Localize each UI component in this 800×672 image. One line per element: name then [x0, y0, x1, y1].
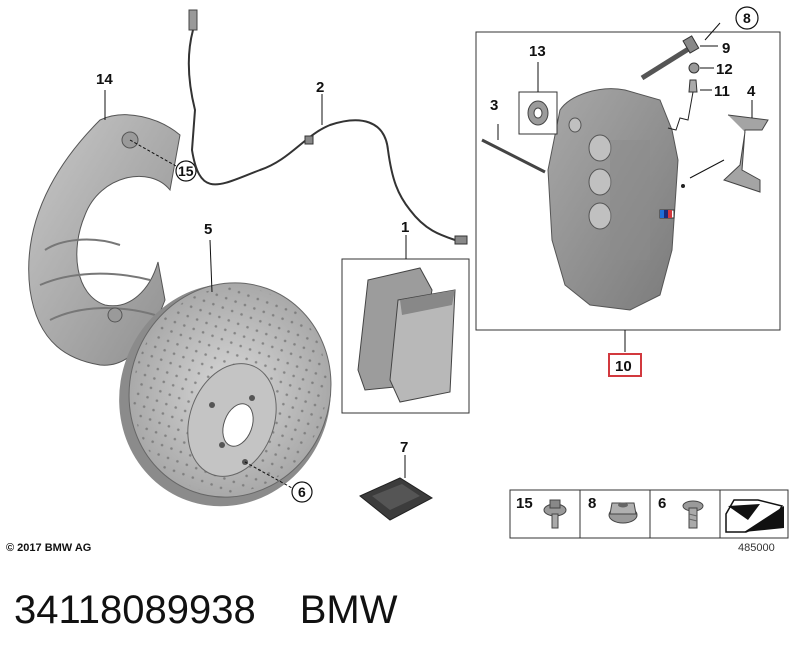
callout-10: 10: [615, 358, 632, 375]
callout-14: 14: [96, 71, 113, 88]
arrow-pointer-icon: [725, 499, 784, 533]
flange-bolt-icon: [543, 499, 567, 529]
caliper-bolt-part: [640, 22, 721, 81]
callout-4: 4: [747, 83, 756, 100]
brake-pads-part: [357, 267, 456, 403]
brand-name: BMW: [299, 588, 398, 632]
callout-15-circle: [175, 160, 197, 182]
callout-5: 5: [204, 221, 212, 238]
callout-13: 13: [529, 43, 546, 60]
legend-item-8: 8: [588, 495, 596, 512]
callout-6-circle: [291, 481, 313, 503]
bleed-cap-part: [667, 62, 714, 131]
grease-packet-part: [359, 477, 434, 521]
nut-icon: [608, 502, 638, 524]
part-number: 34118089938: [14, 588, 256, 632]
screw-icon: [682, 500, 704, 529]
callout-12: 12: [716, 61, 733, 78]
callout-3: 3: [490, 97, 498, 114]
footer-caption: 34118089938 BMW: [14, 588, 398, 633]
callout-8: 8: [743, 10, 751, 26]
guide-pin-part: [481, 124, 546, 174]
seal-part: [518, 62, 558, 135]
callout-10-box: [608, 353, 642, 377]
callout-15: 15: [178, 163, 194, 179]
callout-9: 9: [722, 40, 730, 57]
brake-caliper-part: [547, 88, 685, 311]
callout-1: 1: [401, 219, 409, 236]
callout-6: 6: [298, 484, 306, 500]
brake-shield-part: [28, 114, 181, 366]
callout-11: 11: [714, 83, 730, 100]
callout-8-circle: [735, 6, 759, 30]
copyright-text: © 2017 BMW AG: [6, 542, 92, 554]
image-number: 485000: [738, 542, 775, 554]
callout-7: 7: [400, 439, 408, 456]
wear-sensor-part: [187, 9, 468, 245]
legend-item-15: 15: [516, 495, 533, 512]
spring-clip-part: [689, 100, 769, 193]
hardware-legend: 15 8 6: [509, 489, 789, 539]
brake-disc-part: [119, 282, 332, 507]
legend-item-6: 6: [658, 495, 666, 512]
callout-2: 2: [316, 79, 324, 96]
